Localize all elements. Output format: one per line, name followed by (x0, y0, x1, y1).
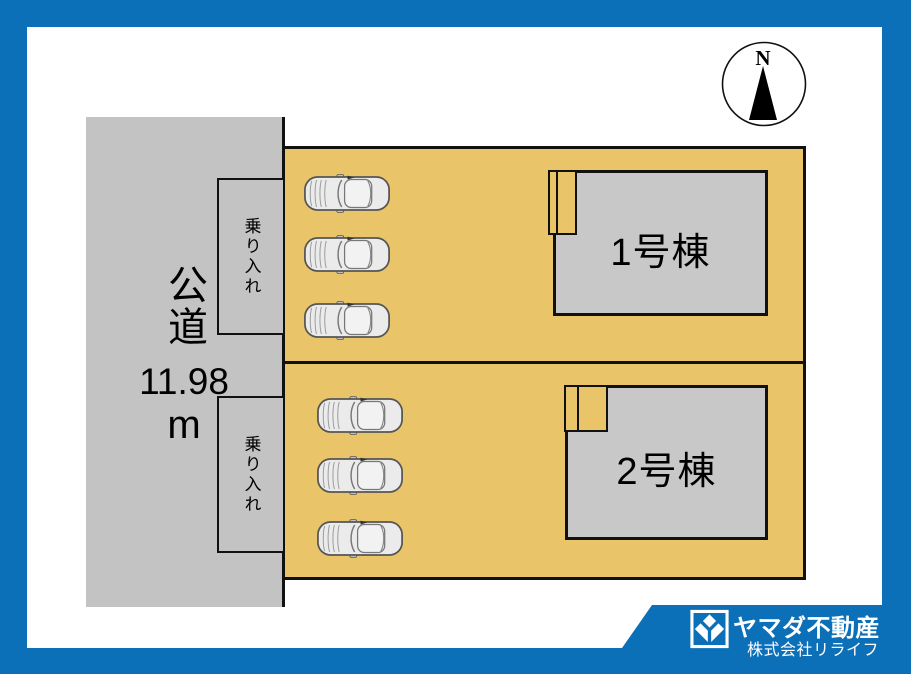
road-width-label: 11.98 (139, 361, 229, 402)
compass-icon: N (721, 41, 807, 127)
road-labels: 公道 11.98 m (86, 264, 282, 445)
compass-north-label: N (755, 46, 770, 70)
driveway-box-2: 乗り入れ (217, 396, 283, 553)
car-icon (304, 235, 390, 274)
notch-divider (566, 387, 579, 430)
driveway-label: 乗り入れ (241, 216, 261, 297)
car-icon (304, 174, 390, 213)
car-icon (317, 519, 403, 558)
building-2-label: 2号棟 (616, 451, 717, 493)
building-2-entrance-notch (564, 385, 608, 432)
car-icon (317, 396, 403, 435)
driveway-box-1: 乗り入れ (217, 178, 283, 335)
footer-banner (622, 605, 911, 648)
building-1-label: 1号棟 (610, 231, 711, 274)
road-name-label: 公道 (162, 264, 206, 348)
compass-needle (749, 66, 777, 120)
lot-divider (285, 361, 806, 364)
frame-top (0, 0, 911, 27)
building-1-entrance-notch (548, 170, 577, 235)
frame-right (882, 0, 911, 674)
brand-name: ヤマダ不動産 (733, 615, 880, 642)
company-name: 株式会社リライフ (747, 642, 880, 659)
road-unit-label: m (167, 402, 201, 447)
car-icon (317, 456, 403, 495)
notch-divider (550, 172, 558, 233)
car-icon (304, 301, 390, 340)
frame-bottom (0, 648, 911, 674)
frame-left (0, 0, 27, 674)
yamada-logo-icon (690, 609, 729, 649)
building-1: 1号棟 (553, 170, 768, 316)
driveway-label: 乗り入れ (241, 434, 261, 515)
